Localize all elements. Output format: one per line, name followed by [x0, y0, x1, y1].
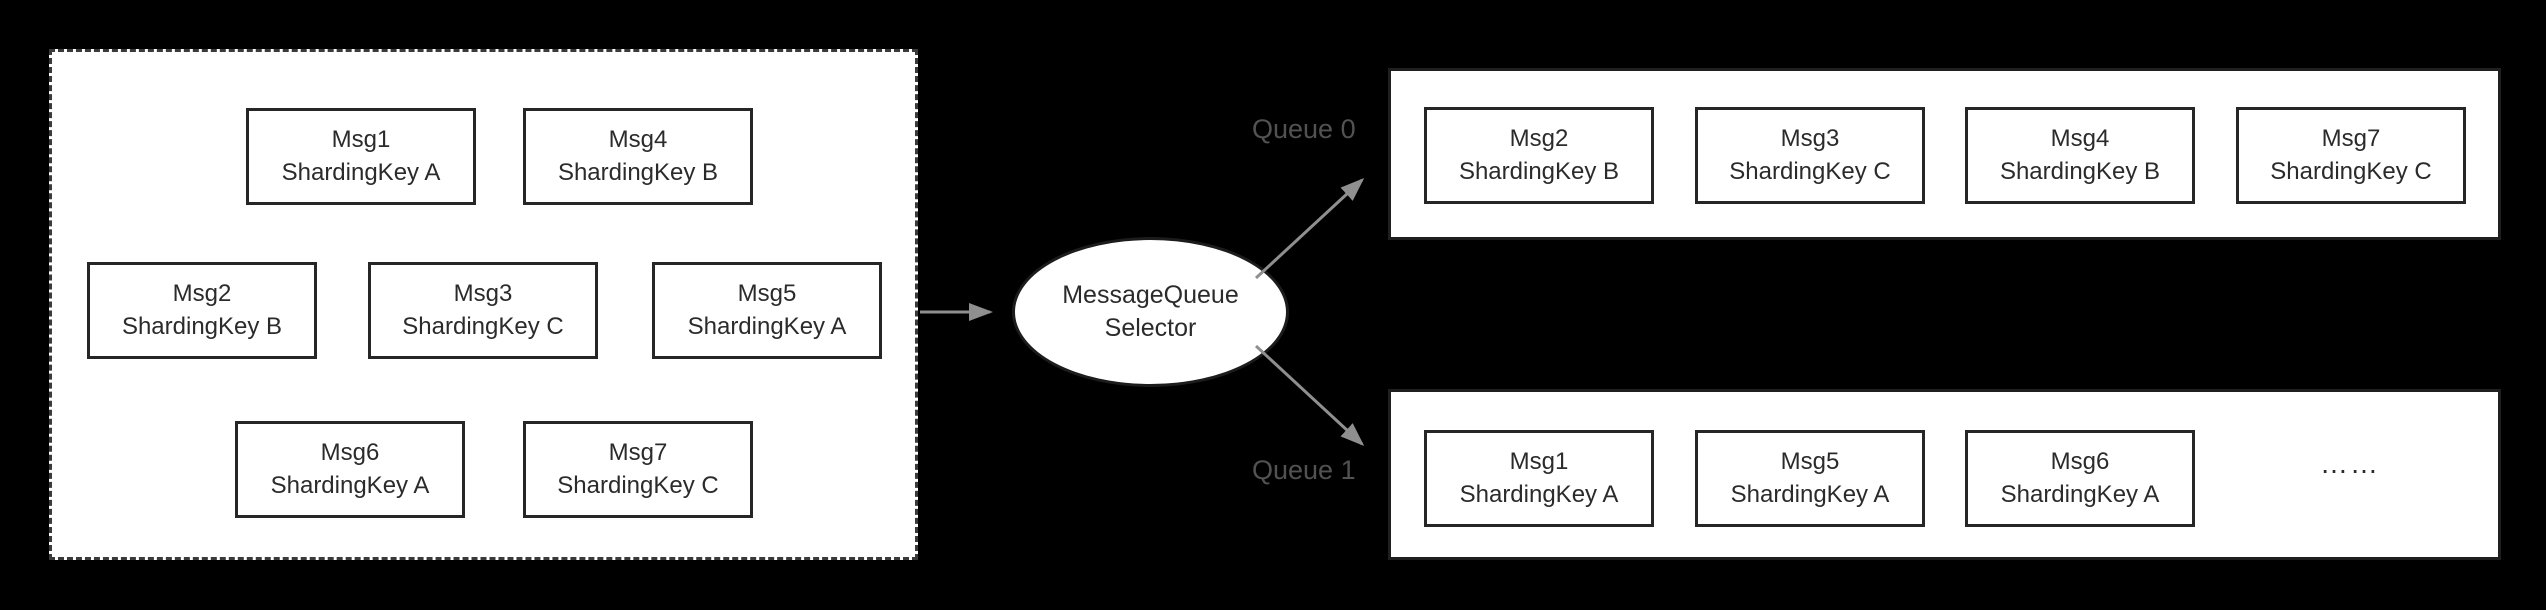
message-name: Msg2: [1509, 125, 1569, 153]
message-name: Msg5: [737, 280, 797, 308]
arrow-selector-to-queue0: [1254, 177, 1365, 280]
message-sharding-key: ShardingKey A: [270, 472, 430, 499]
message-name: Msg5: [1780, 448, 1840, 476]
queue0-label: Queue 0: [1252, 114, 1356, 144]
message-name: Msg6: [2050, 448, 2110, 476]
message-box: Msg1 ShardingKey A: [1424, 430, 1654, 527]
message-name: Msg4: [608, 126, 668, 154]
arrow-selector-to-queue1: [1254, 344, 1365, 447]
message-box: Msg7 ShardingKey C: [523, 421, 753, 518]
selector-label-line2: Selector: [1104, 314, 1197, 342]
message-box: Msg7 ShardingKey C: [2236, 107, 2466, 204]
message-box: Msg4 ShardingKey B: [523, 108, 753, 205]
message-name: Msg3: [453, 280, 513, 308]
message-sharding-key: ShardingKey C: [557, 472, 719, 499]
message-sharding-key: ShardingKey C: [402, 313, 564, 340]
message-box: Msg4 ShardingKey B: [1965, 107, 2195, 204]
message-name: Msg4: [2050, 125, 2110, 153]
message-name: Msg2: [172, 280, 232, 308]
selector-label-line1: MessageQueue: [1062, 281, 1239, 309]
message-sharding-key: ShardingKey B: [121, 313, 283, 340]
message-sharding-key: ShardingKey A: [1730, 481, 1890, 508]
message-sharding-key: ShardingKey A: [281, 159, 441, 186]
queue1-container: Msg1 ShardingKey A Msg5 ShardingKey A Ms…: [1388, 389, 2501, 560]
message-box: Msg1 ShardingKey A: [246, 108, 476, 205]
message-sharding-key: ShardingKey B: [1458, 158, 1620, 185]
message-box: Msg2 ShardingKey B: [87, 262, 317, 359]
message-name: Msg7: [2321, 125, 2381, 153]
message-sharding-key: ShardingKey A: [2000, 481, 2160, 508]
message-box: Msg3 ShardingKey C: [1695, 107, 1925, 204]
queue1-label: Queue 1: [1252, 455, 1356, 485]
message-name: Msg6: [320, 439, 380, 467]
message-box: Msg2 ShardingKey B: [1424, 107, 1654, 204]
message-name: Msg1: [1509, 448, 1569, 476]
message-name: Msg7: [608, 439, 668, 467]
message-sharding-key: ShardingKey B: [557, 159, 719, 186]
message-name: Msg1: [331, 126, 391, 154]
message-sharding-key: ShardingKey C: [1729, 158, 1891, 185]
message-box: Msg6 ShardingKey A: [235, 421, 465, 518]
message-sharding-key: ShardingKey A: [687, 313, 847, 340]
queue0-container: Msg2 ShardingKey B Msg3 ShardingKey C Ms…: [1388, 68, 2501, 240]
message-box: Msg3 ShardingKey C: [368, 262, 598, 359]
message-sharding-key: ShardingKey B: [1999, 158, 2161, 185]
message-name: Msg3: [1780, 125, 1840, 153]
source-messages-container: Msg1 ShardingKey A Msg4 ShardingKey B Ms…: [49, 49, 918, 560]
message-sharding-key: ShardingKey A: [1459, 481, 1619, 508]
message-box: Msg5 ShardingKey A: [652, 262, 882, 359]
queue1-ellipsis: ……: [2320, 448, 2380, 479]
message-queue-selector: MessageQueue Selector: [1012, 237, 1289, 387]
message-box: Msg5 ShardingKey A: [1695, 430, 1925, 527]
message-sharding-key: ShardingKey C: [2270, 158, 2432, 185]
message-box: Msg6 ShardingKey A: [1965, 430, 2195, 527]
